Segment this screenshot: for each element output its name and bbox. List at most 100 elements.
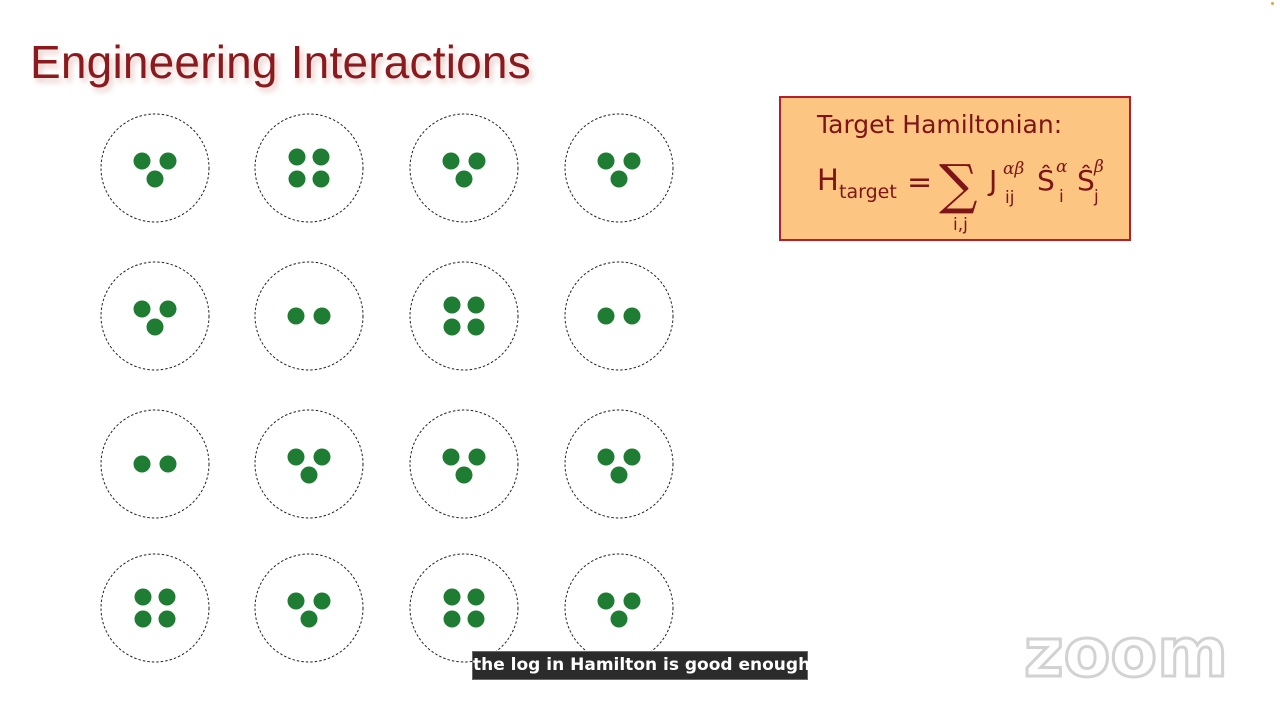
site-boundary-circle: [409, 261, 519, 371]
corner-indicator-dot: [1271, 2, 1274, 5]
site-boundary-circle: [254, 113, 364, 223]
lattice-site: [100, 553, 210, 663]
atom-dot: [455, 170, 473, 188]
atom-dot: [159, 455, 177, 473]
atom-dot: [312, 170, 330, 188]
atom-dot: [443, 588, 461, 606]
site-boundary-circle: [254, 261, 364, 371]
site-boundary-circle: [409, 409, 519, 519]
formula-sum-symbol: ∑: [939, 153, 978, 216]
atom-dot: [623, 592, 641, 610]
lattice-site: [254, 113, 364, 223]
site-boundary-circle: [564, 553, 674, 663]
formula-h: H: [817, 163, 839, 197]
atom-dot: [623, 307, 641, 325]
site-boundary-circle: [564, 409, 674, 519]
formula-spin-1-subscript: i: [1059, 187, 1064, 207]
site-boundary-circle: [254, 553, 364, 663]
atom-dot: [287, 448, 305, 466]
formula-equals: =: [907, 165, 932, 200]
atom-dot: [159, 152, 177, 170]
lattice-site: [254, 261, 364, 371]
atom-dot: [443, 296, 461, 314]
atom-dot: [158, 610, 176, 628]
atom-dot: [159, 300, 177, 318]
atom-dot: [146, 318, 164, 336]
formula-h-subscript: target: [839, 181, 897, 203]
zoom-watermark-logo: zoom: [1024, 626, 1230, 686]
slide-title: Engineering Interactions: [30, 36, 531, 88]
atom-dot: [288, 148, 306, 166]
subtitle-caption: the log in Hamilton is good enough.: [472, 651, 817, 680]
atom-dot: [623, 152, 641, 170]
atom-dot: [133, 300, 151, 318]
lattice-site: [409, 409, 519, 519]
atom-dot: [442, 152, 460, 170]
formula-spin-operator-1: Ŝ: [1037, 163, 1055, 197]
formula-spin-2-subscript: j: [1093, 187, 1099, 207]
atom-dot: [313, 592, 331, 610]
formula-sum-subscript: i,j: [953, 215, 968, 235]
site-boundary-circle: [100, 113, 210, 223]
lattice-site: [564, 409, 674, 519]
lattice-site: [564, 261, 674, 371]
lattice-site: [564, 113, 674, 223]
atom-dot: [610, 466, 628, 484]
atom-dot: [134, 610, 152, 628]
atom-dot: [468, 448, 486, 466]
lattice-site: [409, 113, 519, 223]
site-boundary-circle: [409, 113, 519, 223]
site-boundary-circle: [100, 409, 210, 519]
site-boundary-circle: [564, 261, 674, 371]
site-boundary-circle: [100, 261, 210, 371]
atom-dot: [467, 296, 485, 314]
atom-dot: [467, 588, 485, 606]
site-boundary-circle: [254, 409, 364, 519]
atom-dot: [455, 466, 473, 484]
lattice-site: [100, 261, 210, 371]
atom-dot: [146, 170, 164, 188]
atom-dot: [158, 588, 176, 606]
site-boundary-circle: [100, 553, 210, 663]
lattice-site: [409, 261, 519, 371]
hamiltonian-formula: H target = ∑ i,j J αβ ij Ŝ α i Ŝ β j: [817, 153, 1104, 235]
atom-dot: [467, 318, 485, 336]
lattice-site: [254, 553, 364, 663]
atom-dot: [597, 307, 615, 325]
atom-dot: [443, 318, 461, 336]
zoom-watermark-text: zoom: [1024, 626, 1228, 686]
atom-dot: [442, 448, 460, 466]
atom-dot: [468, 152, 486, 170]
target-hamiltonian-box: Target Hamiltonian: H target = ∑ i,j J α…: [779, 96, 1131, 241]
formula-spin-1-superscript: α: [1056, 157, 1068, 177]
lattice-site: [100, 409, 210, 519]
lattice-site: [254, 409, 364, 519]
atom-dot: [300, 610, 318, 628]
atom-dot: [133, 455, 151, 473]
atom-dot: [597, 592, 615, 610]
formula-j-superscript: αβ: [1003, 159, 1024, 179]
atom-dot: [610, 170, 628, 188]
atom-dot: [287, 592, 305, 610]
atom-dot: [288, 170, 306, 188]
atom-dot: [134, 588, 152, 606]
site-boundary-circle: [409, 553, 519, 663]
atom-dot: [300, 466, 318, 484]
atom-dot: [313, 448, 331, 466]
atom-dot: [443, 610, 461, 628]
formula-j: J: [987, 164, 997, 197]
formula-j-subscript: ij: [1005, 188, 1014, 208]
atom-dot: [623, 448, 641, 466]
atom-dot: [133, 152, 151, 170]
atom-dot: [597, 448, 615, 466]
atom-dot: [467, 610, 485, 628]
formula-spin-operator-2: Ŝ: [1077, 163, 1095, 197]
site-boundary-circle: [564, 113, 674, 223]
formula-spin-2-superscript: β: [1093, 157, 1104, 177]
lattice-site: [100, 113, 210, 223]
atom-dot: [312, 148, 330, 166]
atom-dot: [287, 307, 305, 325]
hamiltonian-label: Target Hamiltonian:: [817, 110, 1063, 139]
lattice-grid: [100, 113, 674, 663]
lattice-site: [409, 553, 519, 663]
